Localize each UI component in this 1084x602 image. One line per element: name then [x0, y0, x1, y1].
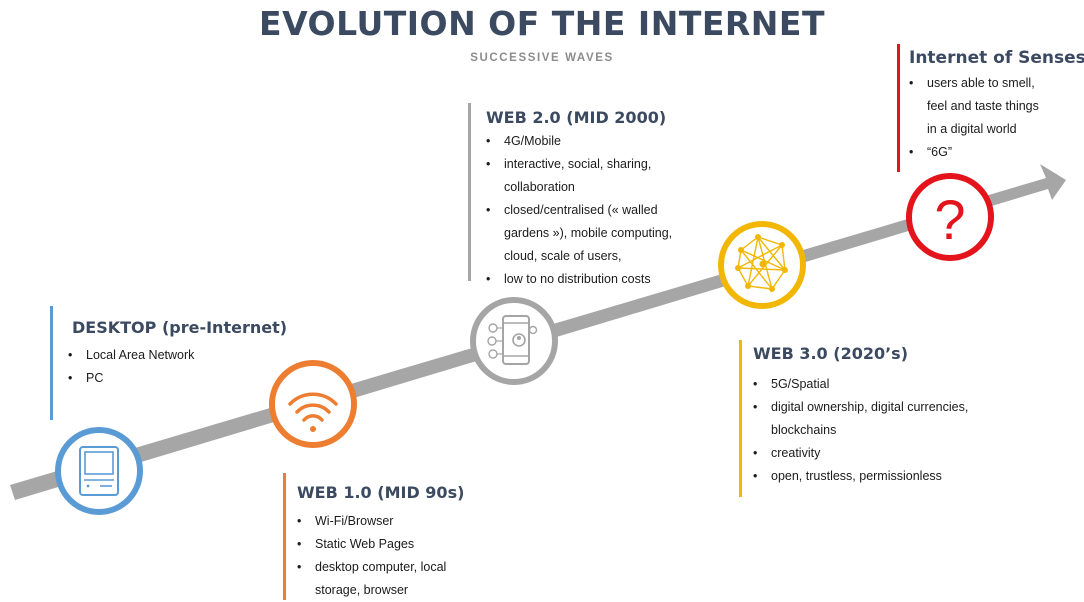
list-item: digital ownership, digital currencies, bl…	[753, 396, 968, 442]
list-item: interactive, social, sharing, collaborati…	[486, 153, 672, 199]
stage-web2-list: 4G/Mobile interactive, social, sharing, co…	[486, 130, 672, 291]
list-item-text: low to no distribution costs	[504, 272, 651, 286]
stage-desktop-list: Local Area NetworkPC	[68, 344, 194, 390]
page-title: EVOLUTION OF THE INTERNET	[259, 4, 825, 43]
stage-web2: WEB 2.0 (MID 2000) 4G/Mobile interactive,…	[468, 103, 728, 291]
list-item: creativity	[753, 442, 968, 465]
list-item-text: Wi-Fi/Browser	[315, 514, 394, 528]
stage-senses-list: users able to smell, feel and taste thing…	[909, 72, 1039, 164]
list-item-text: PC	[86, 371, 104, 385]
list-item-text: Static Web Pages	[315, 537, 415, 551]
list-item-text: closed/centralised (« walled	[504, 203, 658, 217]
list-item: Wi-Fi/Browser	[297, 510, 446, 533]
question-mark-glyph: ?	[934, 188, 965, 251]
stage-desktop: DESKTOP (pre-Internet) Local Area Networ…	[50, 306, 290, 420]
stage-senses-heading: Internet of Senses	[909, 48, 1084, 68]
list-item: closed/centralised (« walled gardens »), …	[486, 199, 672, 268]
list-item: users able to smell, feel and taste thing…	[909, 72, 1039, 141]
stage-senses: Internet of Senses users able to smell, f…	[897, 44, 1084, 172]
list-item-text: open, trustless, permissionless	[771, 469, 942, 483]
list-item-text: gardens »), mobile computing,	[504, 226, 673, 240]
list-item-text: collaboration	[504, 180, 575, 194]
stage-web3-accent-bar	[739, 340, 742, 497]
stage-web3: WEB 3.0 (2020’s) 5G/Spatial digital owne…	[739, 340, 1039, 497]
list-item: PC	[68, 367, 194, 390]
stage-desktop-heading: DESKTOP (pre-Internet)	[72, 318, 288, 337]
list-item-text: interactive, social, sharing,	[504, 157, 652, 171]
list-item-text: “6G”	[927, 145, 952, 159]
stage-web2-accent-bar	[468, 103, 471, 281]
stage-web1-accent-bar	[283, 473, 286, 600]
list-item: desktop computer, local storage, browser	[297, 556, 446, 602]
list-item-text: feel and taste things	[927, 99, 1039, 113]
question-mark-icon: ?	[906, 173, 994, 261]
list-item: Local Area Network	[68, 344, 194, 367]
list-item: 5G/Spatial	[753, 373, 968, 396]
network-mesh-icon	[718, 221, 806, 309]
list-item: 4G/Mobile	[486, 130, 672, 153]
stage-web1: WEB 1.0 (MID 90s) Wi-Fi/BrowserStatic We…	[283, 473, 543, 600]
wifi-icon	[269, 360, 357, 448]
list-item-text: storage, browser	[315, 583, 409, 597]
list-item: “6G”	[909, 141, 1039, 164]
computer-icon	[55, 427, 143, 515]
stage-web2-heading: WEB 2.0 (MID 2000)	[486, 108, 667, 127]
list-item-text: blockchains	[771, 423, 837, 437]
smartphone-icon	[470, 297, 558, 385]
list-item: low to no distribution costs	[486, 268, 672, 291]
stage-web1-heading: WEB 1.0 (MID 90s)	[297, 483, 465, 502]
list-item-text: 4G/Mobile	[504, 134, 561, 148]
list-item-text: cloud, scale of users,	[504, 249, 622, 263]
stage-web3-list: 5G/Spatial digital ownership, digital cu…	[753, 373, 968, 488]
list-item-text: 5G/Spatial	[771, 377, 830, 391]
stage-senses-accent-bar	[897, 44, 900, 172]
stage-desktop-accent-bar	[50, 306, 53, 420]
list-item: Static Web Pages	[297, 533, 446, 556]
list-item-text: users able to smell,	[927, 76, 1035, 90]
list-item-text: Local Area Network	[86, 348, 195, 362]
list-item-text: in a digital world	[927, 122, 1017, 136]
stage-web3-heading: WEB 3.0 (2020’s)	[753, 344, 909, 363]
list-item-text: desktop computer, local	[315, 560, 447, 574]
stage-web1-list: Wi-Fi/BrowserStatic Web Pages desktop com…	[297, 510, 446, 602]
list-item-text: digital ownership, digital currencies,	[771, 400, 969, 414]
list-item-text: creativity	[771, 446, 821, 460]
list-item: open, trustless, permissionless	[753, 465, 968, 488]
page-subtitle: SUCCESSIVE WAVES	[470, 52, 614, 64]
